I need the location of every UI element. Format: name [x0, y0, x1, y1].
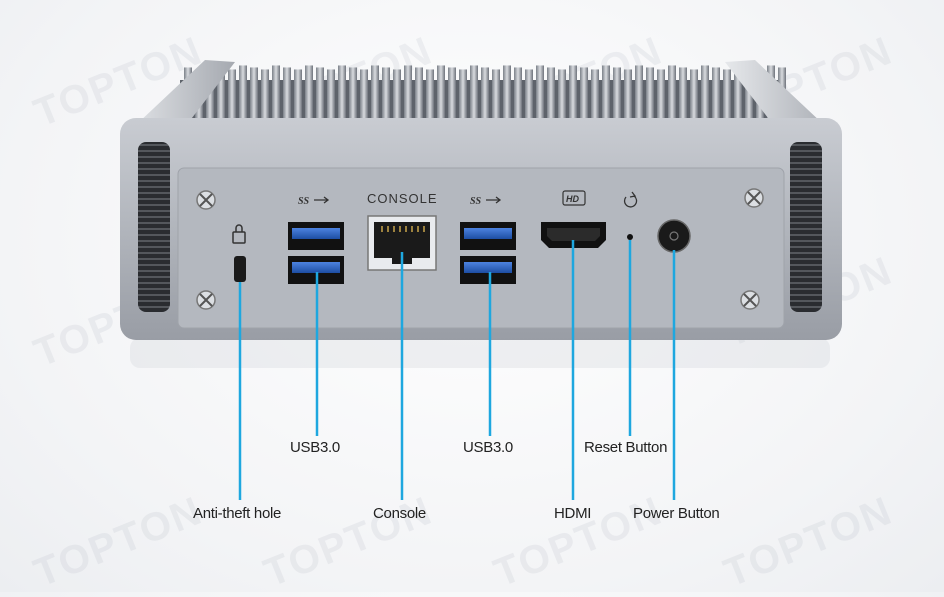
- callout-label-usb-left: USB3.0: [290, 439, 340, 456]
- left-vent: [138, 142, 170, 312]
- lock-icon: [232, 224, 246, 244]
- callout-label-reset: Reset Button: [584, 439, 668, 456]
- callout-label-power: Power Button: [633, 505, 720, 522]
- usb-port-left-top: [288, 222, 344, 250]
- reset-button: [627, 234, 633, 240]
- svg-text:HD: HD: [566, 194, 579, 204]
- svg-text:SS: SS: [298, 196, 310, 207]
- usb-logo-icon: SS: [470, 196, 502, 207]
- anti-theft-slot: [234, 256, 246, 282]
- reset-icon: [623, 195, 638, 208]
- screw-icon: [740, 290, 760, 310]
- screw-icon: [196, 190, 216, 210]
- callout-label-usb-right: USB3.0: [463, 439, 513, 456]
- callout-label-antitheft: Anti-theft hole: [193, 505, 282, 522]
- callout-label-console: Console: [373, 505, 426, 522]
- reflection: [130, 338, 830, 368]
- svg-text:SS: SS: [470, 196, 482, 207]
- usb-logo-icon: SS: [298, 196, 330, 207]
- usb-port-right-top: [460, 222, 516, 250]
- hdmi-logo-icon: HD: [562, 190, 586, 206]
- screw-icon: [196, 290, 216, 310]
- screw-icon: [744, 188, 764, 208]
- power-button: [657, 219, 691, 253]
- console-print: CONSOLE: [367, 191, 438, 206]
- console-port: [367, 215, 437, 271]
- right-vent: [790, 142, 822, 312]
- callout-lines: [238, 240, 676, 500]
- hdmi-port: [541, 222, 606, 248]
- callout-label-hdmi: HDMI: [554, 505, 592, 522]
- usb-port-right-bottom: [460, 256, 516, 284]
